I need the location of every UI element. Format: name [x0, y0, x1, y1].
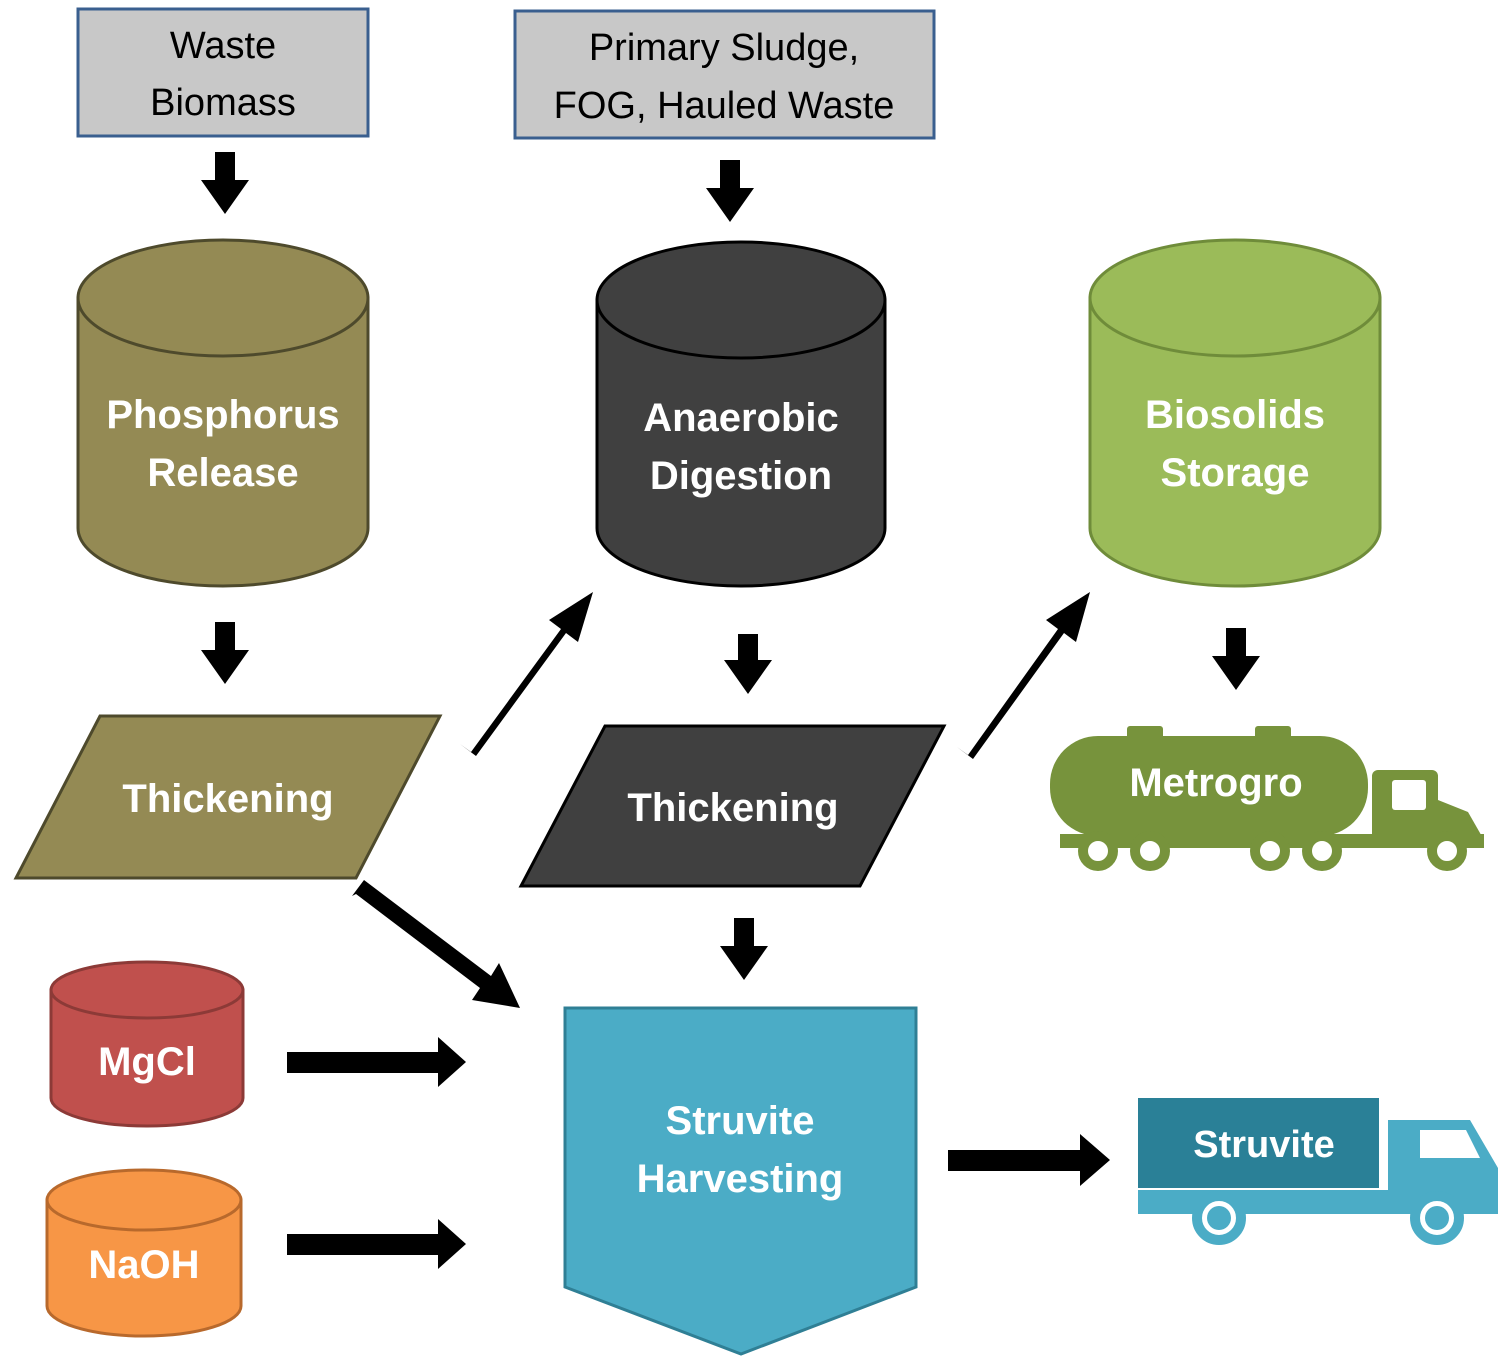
- thickening-left: Thickening: [13, 714, 443, 880]
- naoh-tank: NaOH: [45, 1168, 243, 1338]
- phosphorus-release-label-2: Release: [147, 451, 298, 495]
- arrow-left-thickening-to-digestion: [460, 592, 593, 756]
- struvite-truck-label: Struvite: [1193, 1124, 1334, 1166]
- mgcl-tank: MgCl: [49, 960, 245, 1128]
- struvite-harvesting-label-1: Struvite: [666, 1099, 815, 1143]
- arrow-storage-to-metrogro: [1212, 628, 1260, 690]
- primary-sludge-box: Primary Sludge, FOG, Hauled Waste: [513, 9, 936, 140]
- arrow-waste-to-release: [201, 152, 249, 214]
- arrow-thickening-to-harvesting: [720, 918, 768, 980]
- primary-sludge-label-2: FOG, Hauled Waste: [554, 85, 895, 127]
- arrow-harvesting-to-truck: [948, 1134, 1110, 1186]
- arrow-naoh-to-harvesting: [287, 1219, 466, 1269]
- biosolids-storage-label-1: Biosolids: [1145, 393, 1325, 437]
- phosphorus-release-label-1: Phosphorus: [106, 393, 339, 437]
- waste-biomass-box: Waste Biomass: [76, 7, 370, 138]
- primary-sludge-label-1: Primary Sludge,: [589, 27, 859, 69]
- biosolids-storage-label-2: Storage: [1161, 451, 1310, 495]
- waste-biomass-label-2: Biomass: [150, 82, 296, 124]
- metrogro-truck: Metrogro: [1050, 726, 1484, 871]
- arrow-mgcl-to-harvesting: [287, 1037, 466, 1087]
- anaerobic-digestion-label-2: Digestion: [650, 454, 832, 498]
- arrow-release-to-thickening: [201, 622, 249, 684]
- struvite-truck: Struvite: [1138, 1098, 1498, 1245]
- truck-window: [1420, 1130, 1480, 1158]
- arrow-digestion-to-thickening: [724, 634, 772, 694]
- biosolids-storage-tank: Biosolids Storage: [1088, 238, 1382, 588]
- metrogro-label: Metrogro: [1129, 761, 1302, 805]
- thickening-middle-label: Thickening: [627, 786, 838, 830]
- arrow-sludge-to-digestion: [706, 160, 754, 222]
- flow-arrows: [201, 152, 1260, 1269]
- thickening-middle: Thickening: [518, 724, 947, 888]
- struvite-harvesting: Struvite Harvesting: [563, 1006, 918, 1356]
- phosphorus-release-tank: Phosphorus Release: [76, 238, 370, 588]
- waste-biomass-label-1: Waste: [170, 25, 276, 67]
- truck-window: [1392, 780, 1426, 810]
- anaerobic-digestion-tank: Anaerobic Digestion: [595, 240, 887, 588]
- arrow-left-thickening-to-harvesting: [352, 880, 520, 1008]
- anaerobic-digestion-label-1: Anaerobic: [643, 396, 839, 440]
- naoh-label: NaOH: [88, 1243, 199, 1287]
- mgcl-label: MgCl: [98, 1040, 196, 1084]
- struvite-harvesting-label-2: Harvesting: [637, 1157, 844, 1201]
- arrow-middle-thickening-to-storage: [957, 592, 1090, 759]
- thickening-left-label: Thickening: [122, 777, 333, 821]
